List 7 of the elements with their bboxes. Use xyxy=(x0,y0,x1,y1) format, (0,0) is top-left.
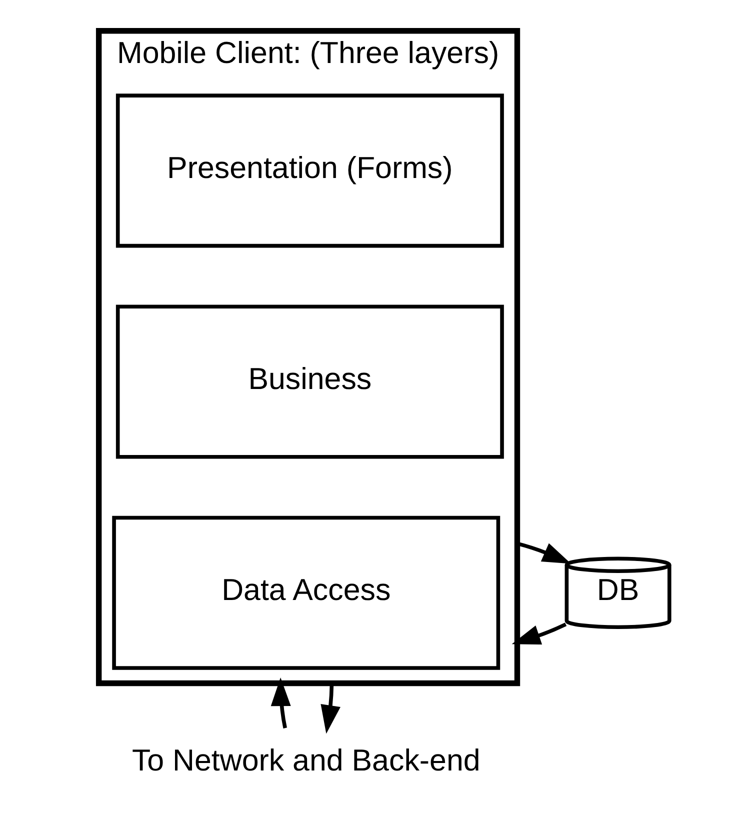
arrow xyxy=(320,683,340,734)
node-box: Business xyxy=(115,304,504,459)
arrow xyxy=(270,677,290,728)
node-text: To Network and Back-end xyxy=(131,743,480,778)
node-box: Data Access xyxy=(112,516,500,670)
node-box: Presentation (Forms) xyxy=(115,94,504,248)
arrow xyxy=(511,622,566,644)
